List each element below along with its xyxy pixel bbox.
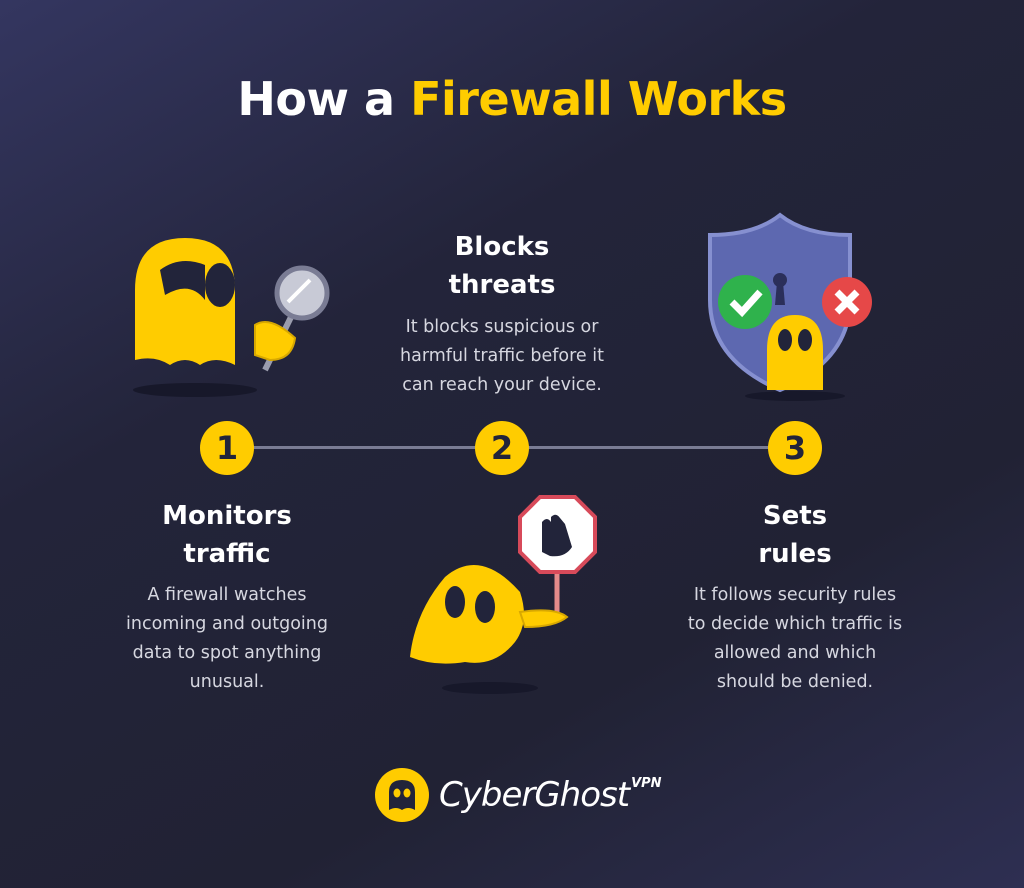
title-highlight: Firewall Works	[410, 72, 787, 126]
ghost-magnifier-illustration	[133, 238, 330, 397]
logo-suffix: VPN	[631, 776, 662, 791]
shield-illustration	[708, 212, 872, 401]
ghost-stop-sign-illustration	[410, 495, 597, 694]
step-1-number: 1	[200, 421, 254, 475]
cyberghost-logo: CyberGhost VPN	[375, 768, 662, 822]
step-2-number: 2	[475, 421, 529, 475]
step-3-description: It follows security rules to decide whic…	[687, 585, 903, 692]
page-title: How a Firewall Works	[0, 72, 1024, 126]
step-3-number: 3	[768, 421, 822, 475]
step-1-description: A firewall watches incoming and outgoing…	[126, 585, 328, 692]
title-prefix: How a	[237, 72, 395, 126]
step-3-title: Sets rules	[758, 501, 832, 569]
check-icon	[718, 275, 772, 329]
logo-name: CyberGhost	[439, 775, 630, 815]
step-2-title: Blocks threats	[448, 232, 556, 300]
step-1-title: Monitors traffic	[162, 501, 292, 569]
step-2-description: It blocks suspicious or harmful traffic …	[400, 317, 604, 395]
ghost-logo-icon	[375, 768, 429, 822]
